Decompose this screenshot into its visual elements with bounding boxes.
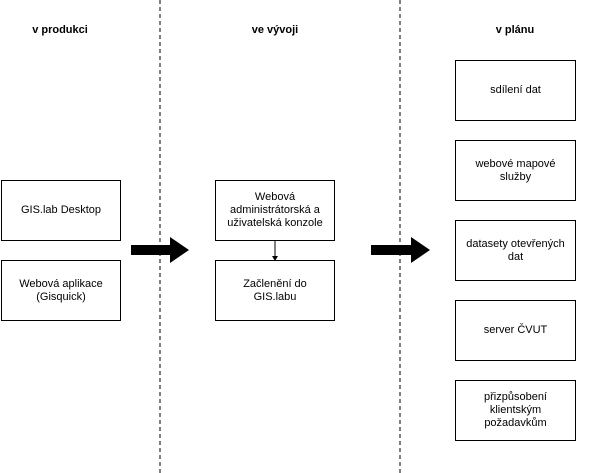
box-cvut-server: server ČVUT <box>455 300 576 361</box>
box-web-console: Webová administrátorská a uživatelská ko… <box>215 180 335 241</box>
box-web-app-gisquick: Webová aplikace (Gisquick) <box>1 260 121 321</box>
box-label: Začlenění do GIS.labu <box>243 277 307 303</box>
box-label: datasety otevřených dat <box>466 237 565 263</box>
column-title-development: ve vývoji <box>251 24 299 36</box>
box-label: GIS.lab Desktop <box>20 204 102 216</box>
box-open-datasets: datasety otevřených dat <box>455 220 576 281</box>
connector-arrowhead <box>272 256 278 261</box>
box-web-map-services: webové mapové služby <box>455 140 576 201</box>
box-gislab-desktop: GIS.lab Desktop <box>1 180 121 241</box>
box-label: webové mapové služby <box>475 157 556 183</box>
box-gislab-integration: Začlenění do GIS.labu <box>215 260 335 321</box>
column-title-planned: v plánu <box>495 24 535 36</box>
arrow-development-to-planned <box>371 237 430 263</box>
box-label: Webová administrátorská a uživatelská ko… <box>227 191 323 229</box>
box-label: přizpůsobení klientským požadavkům <box>484 391 547 429</box>
box-client-customization: přizpůsobení klientským požadavkům <box>455 380 576 441</box>
box-data-sharing: sdílení dat <box>455 60 576 121</box>
arrow-production-to-development <box>131 237 189 263</box>
box-label: server ČVUT <box>483 324 548 336</box>
box-label: sdílení dat <box>490 84 541 96</box>
column-title-production: v produkci <box>32 24 88 36</box>
box-label: Webová aplikace (Gisquick) <box>19 277 103 303</box>
